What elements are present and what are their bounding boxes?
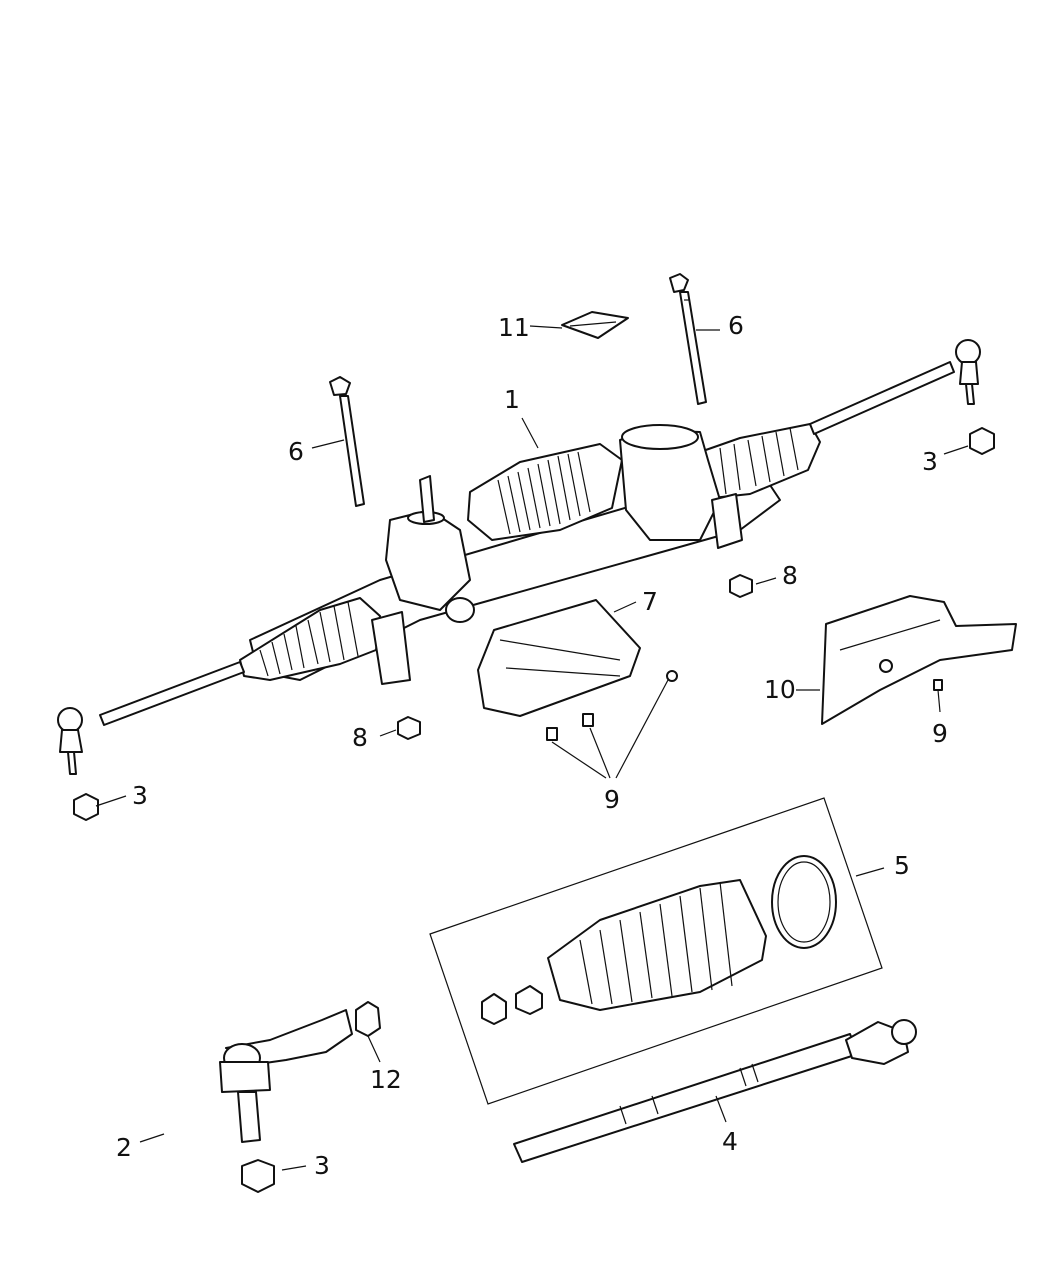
- callout-4: 4: [722, 1127, 738, 1156]
- callout-7: 7: [642, 587, 658, 616]
- part-1-steering-gear-assembly: [57, 339, 981, 775]
- callout-5: 5: [894, 851, 910, 880]
- callout-9-center: 9: [604, 785, 620, 814]
- part-7-heat-shield: [477, 599, 678, 717]
- callout-3-upper-right: 3: [922, 447, 938, 476]
- callout-6-left: 6: [288, 437, 304, 466]
- part-3-nut-upper-right: [969, 427, 995, 455]
- callout-8-left: 8: [352, 723, 368, 752]
- part-6-bolt-upper: [669, 273, 707, 405]
- part-4-inner-tie-rod: [513, 1019, 917, 1163]
- callout-11: 11: [498, 313, 530, 342]
- callout-3-left: 3: [132, 781, 148, 810]
- part-3-nut-lower: [241, 1159, 275, 1193]
- callout-3-lower: 3: [314, 1151, 330, 1180]
- part-12-jam-nut: [355, 1001, 381, 1037]
- callout-2: 2: [116, 1133, 132, 1162]
- part-9-bolt-c: [933, 679, 943, 691]
- callout-1: 1: [504, 385, 520, 414]
- part-2-outer-tie-rod-end: [219, 1009, 353, 1143]
- part-11-label: [561, 311, 629, 339]
- part-8-nut-left: [397, 716, 421, 740]
- part-10-shield: [821, 595, 1017, 725]
- part-9-bolt-a: [546, 727, 558, 741]
- callout-12: 12: [370, 1065, 402, 1094]
- part-6-bolt-left: [329, 376, 365, 507]
- part-5-boot-kit: [429, 797, 883, 1105]
- part-3-nut-left: [73, 793, 99, 821]
- callout-6-upper: 6: [728, 311, 744, 340]
- leader-lines: [95, 325, 969, 1171]
- callout-8-right: 8: [782, 561, 798, 590]
- part-8-nut-right: [729, 574, 753, 598]
- callout-10: 10: [764, 675, 796, 704]
- part-9-bolt-b: [582, 713, 594, 727]
- callout-9-right: 9: [932, 719, 948, 748]
